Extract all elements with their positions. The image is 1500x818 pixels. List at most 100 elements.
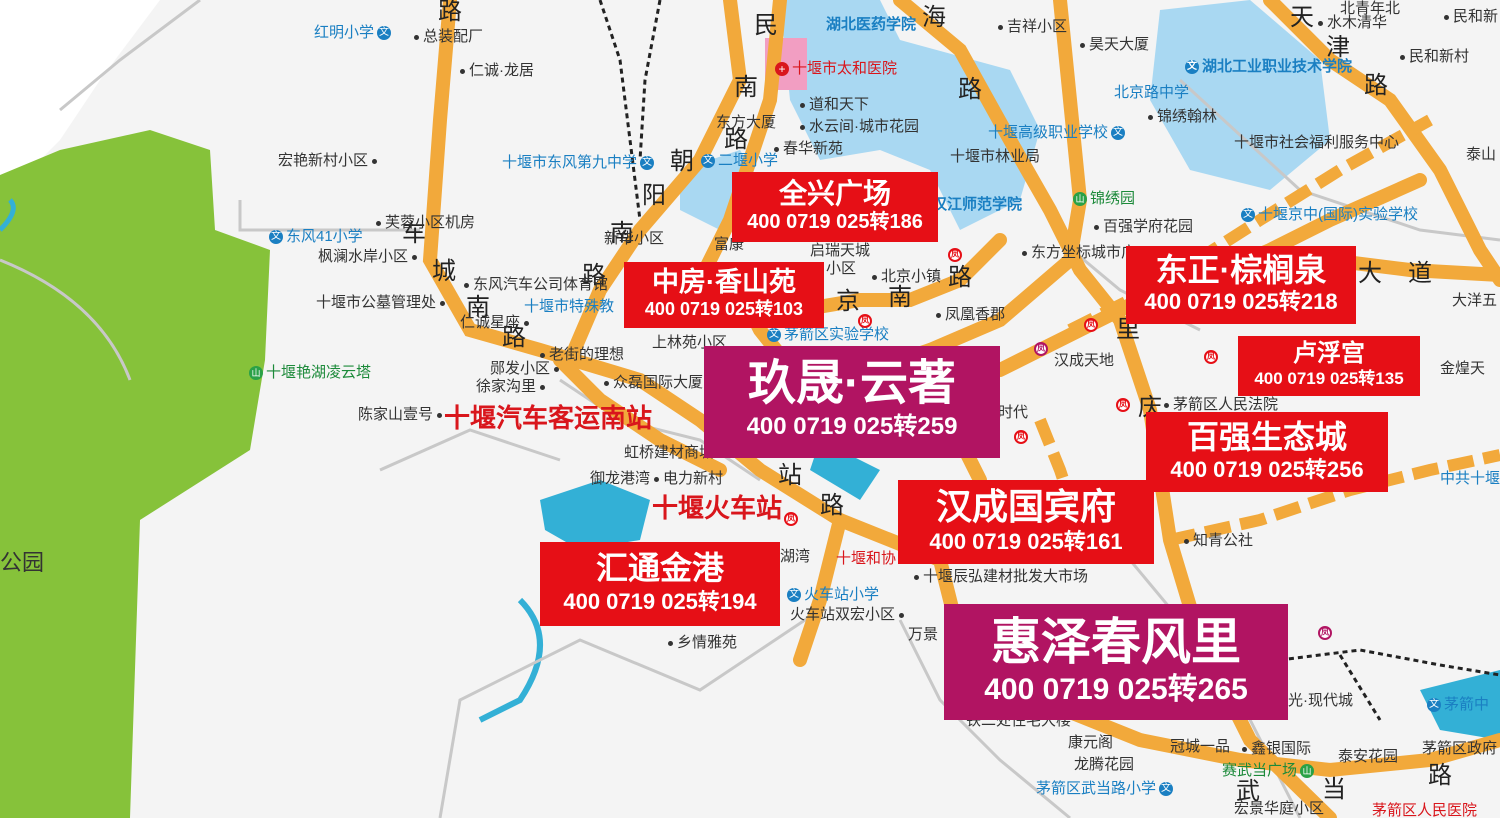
pin-icon[interactable]: 凤 [1014,430,1028,444]
poi-label[interactable]: 小区 [826,260,857,277]
poi-label[interactable]: 十堰市林业局 [950,148,1041,165]
poi-label[interactable]: 汉江师范学院 [932,196,1023,213]
listing-huitong[interactable]: 汇通金港 400 0719 025转194 [540,542,780,626]
poi-label[interactable]: 民和新 [1440,8,1498,26]
pin-icon[interactable]: 凤 [1204,350,1218,364]
poi-label[interactable]: 凤凰香郡 [932,306,1005,324]
pin-icon[interactable]: 凤 [1116,398,1130,412]
poi-label[interactable]: 总装配厂 [410,28,483,46]
poi-label[interactable]: +十堰市太和医院 [772,60,897,78]
listing-hancheng[interactable]: 汉成国宾府 400 0719 025转161 [898,480,1154,564]
poi-label[interactable]: 老街的理想 [536,346,624,364]
poi-label[interactable]: 冠城一品 [1170,738,1231,755]
poi-label[interactable]: 芙蓉小区机房 [372,214,475,232]
poi-label[interactable]: 汉成天地 [1054,352,1115,369]
pin-icon[interactable]: 凤 [784,512,798,526]
poi-label[interactable]: 仁诚星座 [460,314,533,332]
poi-label[interactable]: 湖湾 [780,548,811,565]
poi-label[interactable]: 北京小镇 [868,268,941,286]
poi-label[interactable]: 十堰辰弘建材批发大市场 [910,568,1088,586]
listing-baiqiang[interactable]: 百强生态城 400 0719 025转256 [1146,412,1388,492]
poi-label[interactable]: 百强学府花园 [1090,218,1193,236]
pin-icon[interactable]: 凤 [1318,626,1332,640]
poi-label[interactable]: 山十堰艳湖凌云塔 [246,364,371,382]
poi-label[interactable]: 茅箭区政府 [1422,740,1498,757]
poi-label[interactable]: 中共十堰 [1440,470,1500,487]
poi-label[interactable]: 北京路中学 [1114,84,1190,101]
poi-label[interactable]: 火车站双宏小区 [790,606,908,624]
poi-label[interactable]: 康元阁 [1068,734,1114,751]
poi-label[interactable]: 文茅箭中 [1427,696,1490,713]
poi-label[interactable]: 东风汽车公司体育馆 [460,276,608,294]
poi-label[interactable]: 万景 [908,626,939,643]
poi-label[interactable]: 众磊国际大厦 [600,374,703,392]
train-station-label[interactable]: 十堰火车站 [652,493,783,523]
poi-label[interactable]: 昊天大厦 [1076,36,1149,54]
poi-label[interactable]: 仁诚·龙居 [456,62,534,80]
listing-lufugong[interactable]: 卢浮宫 400 0719 025转135 [1238,336,1420,396]
poi-label[interactable]: 启瑞天城 [810,242,871,259]
poi-label[interactable]: 文二堰小学 [701,152,779,169]
poi-label[interactable]: 红明小学文 [314,24,392,41]
poi-label[interactable]: 十堰和协 [836,550,897,567]
poi-label[interactable]: 时代 [998,404,1029,421]
poi-label[interactable]: 山锦绣园 [1070,190,1135,208]
poi-label[interactable]: 龙腾花园 [1074,756,1135,773]
poi-label[interactable]: 宏景华庭小区 [1234,800,1325,817]
poi-label[interactable]: 光·现代城 [1288,692,1353,709]
poi-label[interactable]: 北青年北 [1340,0,1401,17]
poi-label[interactable]: 道和天下 [796,96,869,114]
poi-label[interactable]: 文火车站小学 [787,586,880,603]
poi-label[interactable]: 枫澜水岸小区 [318,248,421,266]
poi-label[interactable]: 鑫银国际 [1238,740,1311,758]
poi-label[interactable]: 文湖北工业职业技术学院 [1185,58,1353,75]
poi-label[interactable]: 泰安花园 [1338,748,1399,765]
pin-icon[interactable]: 凤 [1034,342,1048,356]
poi-label[interactable]: 水云间·城市花园 [796,118,919,136]
poi-label[interactable]: 水木清华 [1314,14,1387,32]
poi-label[interactable]: 郧发小区 [490,360,563,378]
poi-label[interactable]: 茅箭区武当路小学文 [1036,780,1174,797]
poi-label[interactable]: 东方大厦 [716,114,777,131]
dot-icon [554,366,560,372]
pin-icon[interactable]: 凤 [948,248,962,262]
poi-label[interactable]: 虹桥建材商城 [624,444,715,461]
poi-label[interactable]: 十堰市东风第九中学文 [502,154,655,171]
listing-quanxing[interactable]: 全兴广场 400 0719 025转186 [732,172,938,242]
poi-label[interactable]: 吉祥小区 [994,18,1067,36]
listing-huize[interactable]: 惠泽春风里 400 0719 025转265 [944,604,1288,720]
poi-label[interactable]: 新华小区 [604,230,665,247]
poi-label[interactable]: 泰山 [1466,146,1497,163]
poi-label[interactable]: 东方坐标城市广 [1018,244,1136,262]
poi-label[interactable]: 大洋五 [1452,292,1498,309]
poi-label[interactable]: 徐家沟里 [476,378,549,396]
poi-label[interactable]: 十堰市社会福利服务中心 [1234,134,1400,151]
listing-dongzheng[interactable]: 东正·棕榈泉 400 0719 025转218 [1126,246,1356,324]
poi-label[interactable]: 知青公社 [1180,532,1253,550]
poi-label[interactable]: 金煌天 [1440,360,1486,377]
poi-label[interactable]: 文十堰京中(国际)实验学校 [1241,206,1418,223]
poi-label[interactable]: 锦绣翰林 [1144,108,1217,126]
poi-label[interactable]: 十堰高级职业学校文 [988,124,1126,141]
poi-label[interactable]: 十堰市特殊教 [524,298,615,315]
poi-label[interactable]: 赛武当广场山 [1222,762,1317,780]
poi-label[interactable]: 宏艳新村小区 [278,152,381,170]
poi-label[interactable]: 陈家山壹号 [358,406,446,424]
poi-label[interactable]: 文茅箭区实验学校 [767,326,890,343]
poi-label[interactable]: 湖北医药学院 [826,16,917,33]
bus-station-label[interactable]: 十堰汽车客运南站 [444,403,653,433]
poi-label[interactable]: 文东风41小学 [269,228,363,245]
pin-icon[interactable]: 凤 [858,314,872,328]
listing-jiusheng[interactable]: 玖晟·云著 400 0719 025转259 [704,346,1000,458]
dot-icon [540,352,545,358]
poi-label[interactable]: 茅箭区人民法院 [1160,396,1278,414]
poi-label[interactable]: 茅箭区人民医院 [1372,802,1478,818]
poi-label[interactable]: 春华新苑 [770,140,843,158]
pin-icon[interactable]: 凤 [1084,318,1098,332]
listing-zhongfang[interactable]: 中房·香山苑 400 0719 025转103 [624,262,824,328]
poi-label[interactable]: 十堰市公墓管理处 [316,294,449,312]
poi-label[interactable]: 民和新村 [1396,48,1469,66]
poi-label[interactable]: 乡情雅苑 [664,634,737,652]
poi-label[interactable]: 御龙港湾电力新村 [590,470,724,487]
